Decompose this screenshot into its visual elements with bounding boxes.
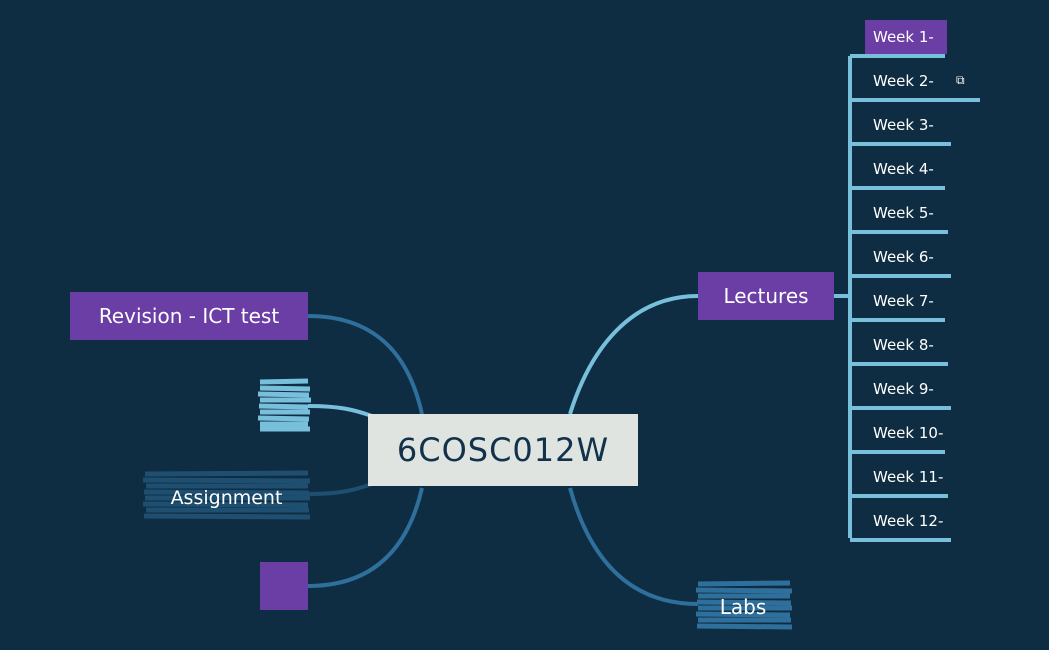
week-topic[interactable]: Week 8- (865, 328, 965, 362)
week-label: Week 9- (873, 380, 934, 398)
week-topic[interactable]: Week 5- (865, 196, 965, 230)
revision-label: Revision - ICT test (98, 304, 280, 328)
labs-topic[interactable]: Labs (696, 590, 790, 624)
week-topic[interactable]: Week 12- (865, 504, 965, 538)
labs-scribble (695, 580, 793, 630)
week-topic[interactable]: Week 2- (865, 64, 965, 98)
lectures-label: Lectures (723, 284, 809, 308)
assignment-scribble (142, 470, 311, 520)
week-label: Week 4- (873, 160, 934, 178)
central-topic[interactable]: 6COSC012W (368, 414, 638, 486)
assignment-topic[interactable]: Assignment (145, 480, 308, 516)
labs-label: Labs (719, 595, 767, 619)
week-label: Week 2- (873, 72, 934, 90)
week-topic[interactable]: Week 4- (865, 152, 965, 186)
week-topic[interactable]: Week 1- (865, 20, 947, 54)
week-label: Week 11- (873, 468, 944, 486)
week-label: Week 3- (873, 116, 934, 134)
week-topic[interactable]: Week 7- (865, 284, 965, 318)
week-label: Week 1- (873, 28, 934, 46)
connector-labs (568, 487, 699, 606)
connector-lectures (568, 294, 699, 415)
week-label: Week 10- (873, 424, 944, 442)
week-label: Week 5- (873, 204, 934, 222)
central-topic-label: 6COSC012W (396, 431, 610, 469)
connector-purple-block (307, 487, 424, 588)
week-label: Week 7- (873, 292, 934, 310)
week-label: Week 8- (873, 336, 934, 354)
week-topic[interactable]: Week 9- (865, 372, 965, 406)
week-topic[interactable]: Week 10- (865, 416, 965, 450)
connector-revision (307, 314, 424, 415)
empty-purple-topic[interactable] (260, 562, 308, 610)
link-icon[interactable]: ⧉ (956, 73, 965, 87)
revision-topic[interactable]: Revision - ICT test (70, 292, 308, 340)
blank-note-scribble (257, 378, 311, 432)
week-label: Week 6- (873, 248, 934, 266)
week-topic[interactable]: Week 3- (865, 108, 965, 142)
connector-assignment (307, 482, 373, 496)
lectures-topic[interactable]: Lectures (698, 272, 834, 320)
week-topic[interactable]: Week 11- (865, 460, 965, 494)
week-topic[interactable]: Week 6- (865, 240, 965, 274)
connector-blank-note (307, 404, 373, 418)
week-label: Week 12- (873, 512, 944, 530)
assignment-label: Assignment (170, 487, 283, 509)
